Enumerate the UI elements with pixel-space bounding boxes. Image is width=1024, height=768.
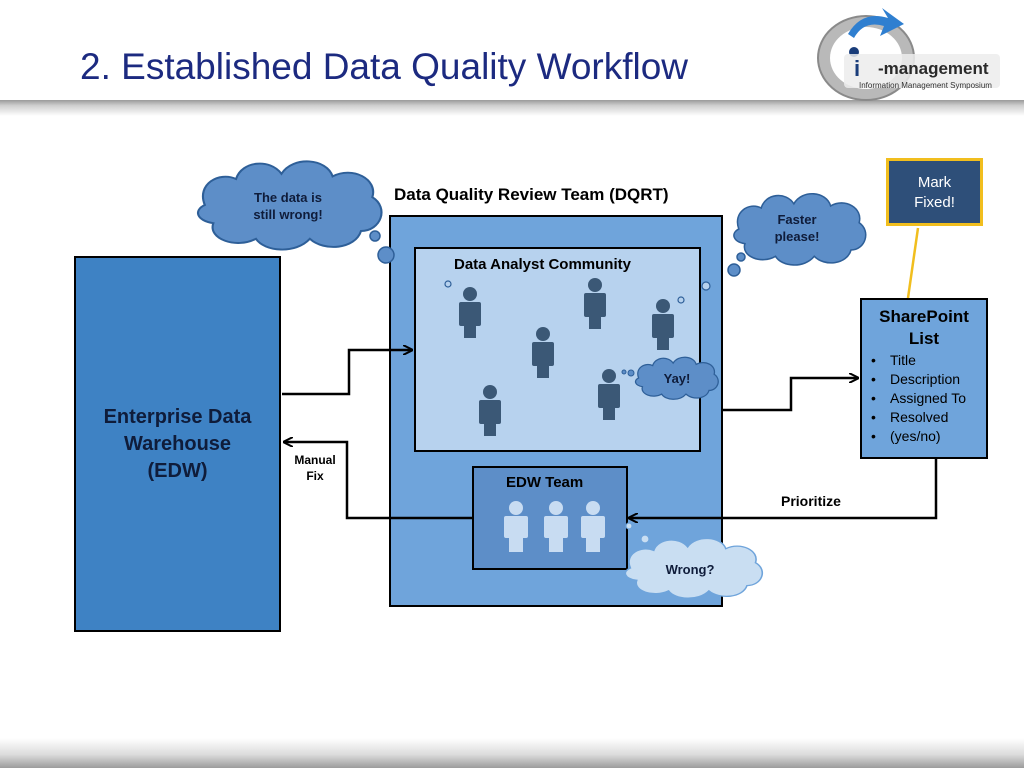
cloud-line: Yay! [663, 371, 691, 386]
thought-bubble-dot [640, 534, 650, 544]
dqrt-title: Data Quality Review Team (DQRT) [394, 185, 669, 204]
edw-label-line: (EDW) [147, 459, 208, 482]
mark-fixed-box: Mark Fixed! [886, 158, 983, 226]
thought-bubble-dot [736, 252, 746, 262]
thought-bubble-dot [701, 281, 711, 291]
arrow-icon [282, 350, 412, 396]
thought-bubble-dot [727, 263, 741, 277]
cloud-text-wrong: Wrong? [650, 561, 730, 578]
logo-wordmark: -management [878, 59, 989, 78]
logo-subtitle: Information Management Symposium [859, 81, 992, 90]
list-item: Description [868, 370, 966, 389]
person-icon [532, 327, 554, 378]
logo-swoosh-icon [817, 8, 1000, 101]
mark-fixed-line: Mark [917, 174, 952, 191]
person-icon [581, 501, 605, 552]
thought-bubble-dot [677, 296, 685, 304]
person-icon [504, 501, 528, 552]
edw-label-line: Warehouse [123, 432, 232, 455]
person-icon [652, 299, 674, 350]
cloud-line: Faster [777, 212, 817, 227]
cloud-line: The data is [254, 190, 322, 205]
person-icon [544, 501, 568, 552]
edw-box: Enterprise Data Warehouse (EDW) [74, 256, 281, 632]
arrow-icon [284, 442, 472, 520]
thought-bubble-dot [377, 246, 395, 264]
thought-bubble-dot [444, 280, 452, 288]
prioritize-label: Prioritize [781, 493, 841, 509]
cloud-text-faster: Faster please! [756, 211, 838, 245]
person-icon [479, 385, 501, 436]
thought-bubble-dot [621, 369, 627, 375]
thought-bubble-dot [625, 522, 633, 530]
list-item: Title [868, 351, 966, 370]
logo-letter: i [854, 56, 861, 81]
person-icon [584, 278, 606, 329]
footer-bar [0, 738, 1024, 768]
mark-fixed-connector [906, 227, 920, 299]
analyst-community-box [414, 247, 701, 452]
person-icon [459, 287, 481, 338]
cloud-text-yay: Yay! [652, 370, 702, 387]
thought-bubble-dot [369, 230, 381, 242]
edw-label-line: Enterprise Data [103, 405, 252, 428]
sharepoint-title: SharePoint List [862, 306, 986, 350]
list-item: Resolved [868, 408, 966, 427]
cloud-line: still wrong! [253, 207, 323, 222]
manual-fix-line: Fix [306, 469, 324, 483]
edw-label: Enterprise Data Warehouse (EDW) [104, 404, 252, 485]
cloud-line: Wrong? [665, 562, 715, 577]
sharepoint-title-line: List [908, 329, 940, 348]
edw-team-group [504, 501, 605, 552]
thought-bubble-dot [627, 369, 635, 377]
title-divider [0, 100, 1024, 116]
slide-title: 2. Established Data Quality Workflow [80, 46, 689, 87]
arrow-icon [629, 459, 938, 518]
i-management-logo: i -management Information Management Sym… [814, 6, 1006, 102]
manual-fix-line: Manual [294, 453, 336, 467]
arrow-icon [723, 378, 858, 412]
analyst-community-title: Data Analyst Community [454, 256, 631, 273]
manual-fix-label: Manual Fix [284, 452, 346, 484]
person-icon [598, 369, 620, 420]
analyst-group [459, 278, 674, 436]
cloud-text-data-wrong: The data is still wrong! [240, 189, 336, 223]
mark-fixed-line: Fixed! [914, 194, 955, 211]
sharepoint-field-list: Title Description Assigned To Resolved (… [868, 351, 966, 446]
list-item: Assigned To [868, 389, 966, 408]
sharepoint-title-line: SharePoint [879, 307, 969, 326]
list-item-continued: (yes/no) [868, 427, 966, 446]
cloud-line: please! [774, 229, 820, 244]
edw-team-title: EDW Team [506, 474, 584, 491]
